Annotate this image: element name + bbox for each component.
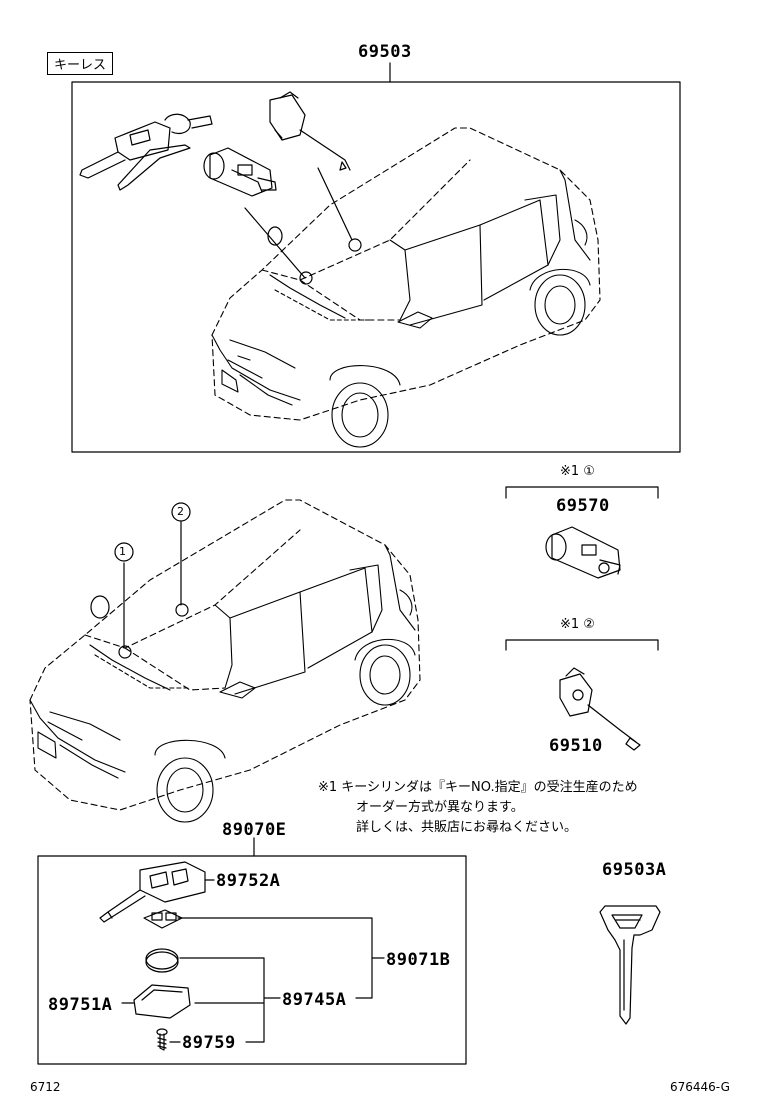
lower-mirror-dot — [90, 595, 110, 619]
transmitter-cover-illustration — [133, 984, 191, 1019]
upper-location-dot-1 — [299, 271, 313, 285]
upper-location-dot-2 — [348, 238, 362, 252]
part-number-69503A: 69503A — [602, 860, 667, 880]
lower-location-dot-1 — [118, 645, 132, 659]
ignition-switch-69510-illustration — [559, 667, 641, 751]
callout-2-circle — [171, 502, 191, 522]
bracket-69510 — [505, 639, 659, 651]
part-number-69510: 69510 — [549, 736, 603, 756]
upper-key-pair-illustration — [79, 113, 213, 191]
upper-ignition-switch-illustration — [269, 91, 351, 171]
upper-assembly-frame — [71, 81, 681, 453]
part-number-89751A: 89751A — [48, 995, 113, 1015]
note-line-3: 詳しくは、共販店にお尋ねください。 — [356, 820, 578, 835]
callout-2-label: 2 — [177, 505, 184, 518]
footer-figure-code: 676446-G — [670, 1080, 730, 1094]
callout-1-circle — [114, 542, 134, 562]
note-ref-label-2: ※1 ② — [560, 617, 595, 632]
leader-89745A-group — [179, 957, 265, 1043]
part-number-69570: 69570 — [556, 496, 610, 516]
key-cylinder-69570-illustration — [545, 526, 621, 579]
lower-location-dot-2 — [175, 603, 189, 617]
note-line-2: オーダー方式が異なります。 — [356, 800, 524, 815]
upper-switch-leader — [317, 167, 353, 241]
footer-page-code: 6712 — [30, 1080, 61, 1094]
keyless-tag: キーレス — [47, 52, 114, 75]
part-number-89759: 89759 — [182, 1033, 236, 1053]
upper-car-illustration — [211, 127, 601, 448]
note-ref-label-1: ※1 ① — [560, 464, 595, 479]
transmitter-board-illustration — [143, 909, 183, 929]
transmitter-assembly-frame — [37, 855, 467, 1065]
upper-key-cylinder-illustration — [203, 147, 277, 197]
transmitter-key-illustration — [99, 861, 206, 923]
battery-illustration — [145, 948, 179, 973]
note-line-1: ※1 キーシリンダは『キーNO.指定』の受注生産のため — [318, 780, 638, 795]
screw-illustration — [156, 1028, 168, 1051]
part-number-89071B: 89071B — [386, 950, 451, 970]
lower-car-illustration — [29, 499, 421, 823]
upper-cylinder-leader — [244, 207, 306, 279]
part-number-69503: 69503 — [358, 42, 412, 62]
upper-mirror-dot — [267, 226, 283, 246]
part-number-89070E: 89070E — [222, 820, 287, 840]
key-blank-illustration — [599, 905, 661, 1025]
part-number-89752A: 89752A — [216, 871, 281, 891]
callout-1-label: 1 — [119, 545, 126, 558]
part-number-89745A: 89745A — [282, 990, 347, 1010]
bracket-69570 — [505, 486, 659, 499]
